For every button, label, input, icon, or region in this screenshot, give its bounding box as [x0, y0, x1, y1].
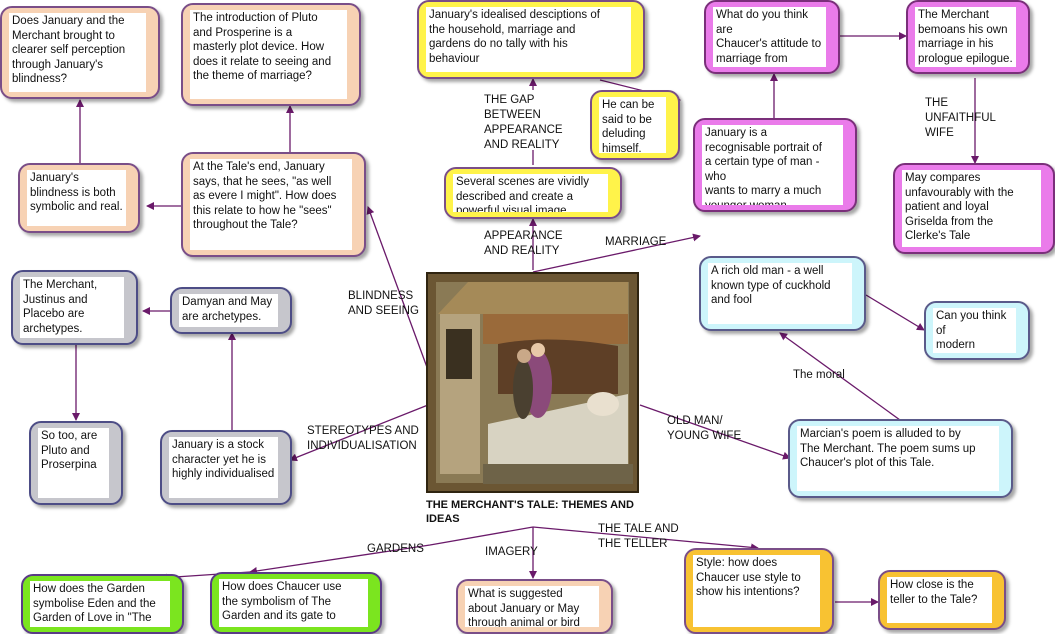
node-clearer-self-perception[interactable]: Does January and the Merchant brought to… — [0, 6, 160, 99]
node-garden-eden[interactable]: How does the Garden symbolise Eden and t… — [21, 574, 184, 634]
label-the-moral: The moral — [793, 369, 845, 381]
link-to-gardens — [249, 526, 534, 575]
node-animal-imagery[interactable]: What is suggested about January or May t… — [456, 579, 613, 634]
link-to-stock — [289, 404, 429, 462]
node-deluding-himself[interactable]: He can be said to be deluding himself. — [590, 90, 680, 160]
node-text: Style: how does Chaucer use style to sho… — [693, 555, 820, 627]
node-modern-examples[interactable]: Can you think of modern examples? — [924, 301, 1030, 360]
central-manuscript-illustration — [426, 272, 639, 493]
label-blindness-and-seeing: BLINDNESS AND SEEING — [348, 290, 419, 317]
node-text: How does the Garden symbolise Eden and t… — [30, 581, 170, 627]
node-garden-gate[interactable]: How does Chaucer use the symbolism of Th… — [210, 572, 382, 634]
node-marcian-poem[interactable]: Marcian's poem is alluded to by The Merc… — [788, 419, 1013, 498]
node-text: A rich old man - a well known type of cu… — [708, 263, 852, 324]
node-rich-old-man[interactable]: A rich old man - a well known type of cu… — [699, 256, 866, 331]
node-text: The Merchant, Justinus and Placebo are a… — [20, 277, 124, 338]
link-to-portrait — [532, 233, 701, 273]
node-teller-closeness[interactable]: How close is the teller to the Tale? — [878, 570, 1006, 630]
link-to-tale — [532, 526, 759, 552]
node-griselda[interactable]: May compares unfavourably with the patie… — [893, 163, 1055, 254]
node-damyan-may[interactable]: Damyan and May are archetypes. — [170, 287, 292, 334]
node-chaucer-attitude[interactable]: What do you think are Chaucer's attitude… — [704, 0, 840, 74]
label-appearance-reality: APPEARANCE AND REALITY — [484, 230, 563, 257]
node-text: Does January and the Merchant brought to… — [9, 13, 146, 92]
label-unfaithful-wife: THE UNFAITHFUL WIFE — [925, 97, 996, 139]
node-text: The Merchant bemoans his own marriage in… — [915, 7, 1016, 67]
node-text: How close is the teller to the Tale? — [887, 577, 992, 623]
node-stock-character[interactable]: January is a stock character yet he is h… — [160, 430, 292, 505]
node-text: Marcian's poem is alluded to by The Merc… — [797, 426, 999, 491]
label-stereotypes: STEREOTYPES AND INDIVIDUALISATION — [307, 425, 419, 452]
node-text: January's blindness is both symbolic and… — [27, 170, 126, 226]
node-merchant-archetypes[interactable]: The Merchant, Justinus and Placebo are a… — [11, 270, 138, 345]
diagram-title: THE MERCHANT'S TALE: THEMES AND IDEAS — [426, 499, 634, 525]
node-merchant-bemoans[interactable]: The Merchant bemoans his own marriage in… — [906, 0, 1030, 74]
label-tale-and-teller: THE TALE AND THE TELLER — [598, 523, 679, 550]
label-gardens: GARDENS — [367, 543, 424, 555]
node-style[interactable]: Style: how does Chaucer use style to sho… — [684, 548, 834, 634]
node-vivid-scenes[interactable]: Several scenes are vividly described and… — [444, 167, 622, 219]
link-cuckhold-modern — [865, 294, 925, 331]
node-blindness-symbolic[interactable]: January's blindness is both symbolic and… — [18, 163, 140, 233]
node-text: He can be said to be deluding himself. — [599, 97, 666, 153]
node-text: Several scenes are vividly described and… — [453, 174, 608, 212]
node-text: How does Chaucer use the symbolism of Th… — [219, 579, 368, 627]
node-text: January is a recognisable portrait of a … — [702, 125, 843, 205]
link-marcian-cuckhold — [779, 332, 901, 421]
node-idealised-descriptions[interactable]: January's idealised desciptions of the h… — [417, 0, 645, 79]
node-text: What do you think are Chaucer's attitude… — [713, 7, 826, 67]
node-text: At the Tale's end, January says, that he… — [190, 159, 352, 250]
node-text: Damyan and May are archetypes. — [179, 294, 278, 327]
node-text: The introduction of Pluto and Prosperine… — [190, 10, 347, 99]
link-to-sees — [366, 206, 429, 371]
node-pluto-proserpina[interactable]: So too, are Pluto and Proserpina — [29, 421, 123, 505]
link-to-marcian — [639, 404, 791, 460]
label-marriage: MARRIAGE — [605, 236, 667, 248]
node-january-sees[interactable]: At the Tale's end, January says, that he… — [181, 152, 366, 257]
node-text: So too, are Pluto and Proserpina — [38, 428, 109, 498]
node-text: What is suggested about January or May t… — [465, 586, 599, 627]
label-old-man-young-wife: OLD MAN/ YOUNG WIFE — [667, 415, 742, 442]
node-text: Can you think of modern examples? — [933, 308, 1016, 353]
node-pluto-plot-device[interactable]: The introduction of Pluto and Prosperine… — [181, 3, 361, 106]
node-text: January's idealised desciptions of the h… — [426, 7, 631, 72]
manuscript-scene-icon — [428, 274, 637, 491]
node-recognisable-portrait[interactable]: January is a recognisable portrait of a … — [693, 118, 857, 212]
label-gap-appearance-reality: THE GAP BETWEEN APPEARANCE AND REALITY — [484, 94, 563, 151]
node-text: May compares unfavourably with the patie… — [902, 170, 1041, 247]
label-imagery: IMAGERY — [485, 546, 538, 558]
node-text: January is a stock character yet he is h… — [169, 437, 278, 498]
